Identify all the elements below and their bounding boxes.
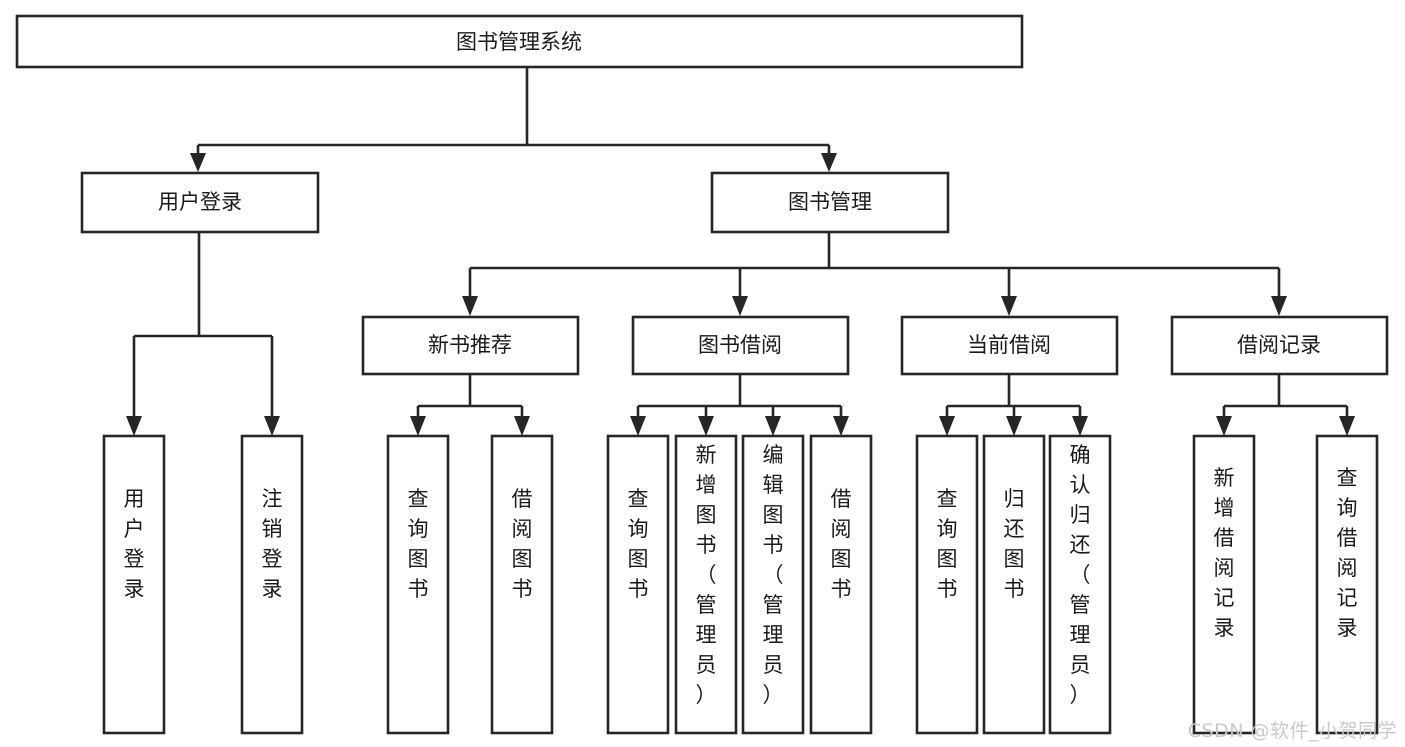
node-new-book-recommend-label: 新书推荐: [428, 333, 512, 357]
leaf-current-return-book-box[interactable]: [982, 434, 1046, 735]
leaf-newbook-borrow-book-label: 借阅图书: [512, 487, 533, 601]
leaf-borrow-add-book-admin-label: 新增图书（管理员）: [696, 443, 717, 707]
node-book-management-box[interactable]: [710, 171, 950, 234]
arrowhead-borrow-lend: [833, 416, 849, 436]
arrowhead-current-borrow: [1001, 296, 1017, 316]
leaf-current-query-book[interactable]: 查询图书: [915, 434, 979, 735]
leaf-record-add-box[interactable]: [1192, 434, 1256, 735]
leaf-borrow-lend-book-box[interactable]: [809, 434, 873, 735]
leaf-user-login-box[interactable]: [102, 434, 166, 735]
leaf-logout[interactable]: 注销登录: [240, 434, 304, 735]
arrowhead-current-confirm: [1072, 416, 1088, 436]
leaf-newbook-query-book-label: 查询图书: [408, 487, 429, 601]
leaf-current-query-book-label: 查询图书: [937, 487, 958, 601]
node-book-borrow-label: 图书借阅: [698, 333, 782, 357]
node-book-borrow-box[interactable]: [631, 315, 850, 376]
arrowhead-current-return: [1006, 416, 1022, 436]
arrowhead-current-query: [939, 416, 955, 436]
arrowhead-book-borrow: [732, 296, 748, 316]
leaf-user-login-label: 用户登录: [124, 487, 145, 601]
leaf-borrow-edit-book-admin-box[interactable]: [741, 434, 805, 735]
node-book-management-label: 图书管理: [788, 190, 872, 214]
leaf-borrow-query-book-label: 查询图书: [628, 487, 649, 601]
leaf-logout-label: 注销登录: [262, 487, 283, 601]
node-user-login-box[interactable]: [80, 171, 320, 234]
leaf-record-query-box[interactable]: [1315, 434, 1379, 735]
node-user-login-label: 用户登录: [158, 190, 242, 214]
leaf-borrow-query-book[interactable]: 查询图书: [606, 434, 670, 735]
leaf-borrow-lend-book-label: 借阅图书: [831, 487, 852, 601]
arrowhead-borrow-query: [630, 416, 646, 436]
leaf-borrow-add-book-admin-box[interactable]: [674, 434, 738, 735]
arrowhead-new-book: [462, 296, 478, 316]
leaf-record-query-label: 查询借阅记录: [1337, 466, 1358, 640]
leaf-newbook-query-book[interactable]: 查询图书: [386, 434, 450, 735]
node-root-label: 图书管理系统: [456, 30, 582, 54]
arrowhead-record-add: [1216, 416, 1232, 436]
node-book-borrow[interactable]: 图书借阅: [631, 315, 850, 376]
leaf-record-add[interactable]: 新增借阅记录: [1192, 434, 1256, 735]
node-new-book-recommend-box[interactable]: [361, 315, 580, 376]
node-root-book-management-system[interactable]: 图书管理系统: [15, 14, 1024, 69]
leaf-current-return-book[interactable]: 归还图书: [982, 434, 1046, 735]
node-borrow-record-box[interactable]: [1170, 315, 1389, 376]
leaf-current-confirm-return-admin-box[interactable]: [1048, 434, 1112, 735]
leaf-logout-box[interactable]: [240, 434, 304, 735]
leaf-current-query-book-box[interactable]: [915, 434, 979, 735]
leaf-current-confirm-return-admin[interactable]: 确认归还（管理员）: [1048, 434, 1112, 735]
leaf-newbook-query-book-box[interactable]: [386, 434, 450, 735]
node-current-borrow-box[interactable]: [900, 315, 1119, 376]
node-current-borrow[interactable]: 当前借阅: [900, 315, 1119, 376]
node-new-book-recommend[interactable]: 新书推荐: [361, 315, 580, 376]
arrowhead-record-query: [1339, 416, 1355, 436]
leaf-user-login[interactable]: 用户登录: [102, 434, 166, 735]
node-borrow-record-label: 借阅记录: [1237, 333, 1321, 357]
node-user-login[interactable]: 用户登录: [80, 171, 320, 234]
leaf-borrow-lend-book[interactable]: 借阅图书: [809, 434, 873, 735]
node-borrow-record[interactable]: 借阅记录: [1170, 315, 1389, 376]
leaf-borrow-edit-book-admin-label: 编辑图书（管理员）: [763, 443, 784, 707]
leaf-borrow-edit-book-admin[interactable]: 编辑图书（管理员）: [741, 434, 805, 735]
edges-layer: [126, 67, 1355, 436]
node-root-box[interactable]: [15, 14, 1024, 69]
arrowhead-borrow-add: [698, 416, 714, 436]
leaf-newbook-borrow-book[interactable]: 借阅图书: [490, 434, 554, 735]
leaf-record-query[interactable]: 查询借阅记录: [1315, 434, 1379, 735]
leaf-borrow-add-book-admin[interactable]: 新增图书（管理员）: [674, 434, 738, 735]
leaf-newbook-borrow-book-box[interactable]: [490, 434, 554, 735]
arrowhead-leaf-logout: [264, 416, 280, 436]
arrowhead-newbook-query: [410, 416, 426, 436]
arrowhead-leaf-user-login: [126, 416, 142, 436]
arrowhead-user-login: [190, 153, 206, 172]
leaf-borrow-query-book-box[interactable]: [606, 434, 670, 735]
node-current-borrow-label: 当前借阅: [967, 333, 1051, 357]
node-book-management[interactable]: 图书管理: [710, 171, 950, 234]
leaf-record-add-label: 新增借阅记录: [1214, 466, 1235, 640]
arrowhead-newbook-borrow: [514, 416, 530, 436]
arrowhead-borrow-record: [1271, 296, 1287, 316]
arrowhead-book-mgmt: [821, 153, 837, 172]
leaf-current-confirm-return-admin-label: 确认归还（管理员）: [1070, 443, 1091, 707]
arrowhead-borrow-edit: [765, 416, 781, 436]
leaf-current-return-book-label: 归还图书: [1004, 487, 1025, 601]
